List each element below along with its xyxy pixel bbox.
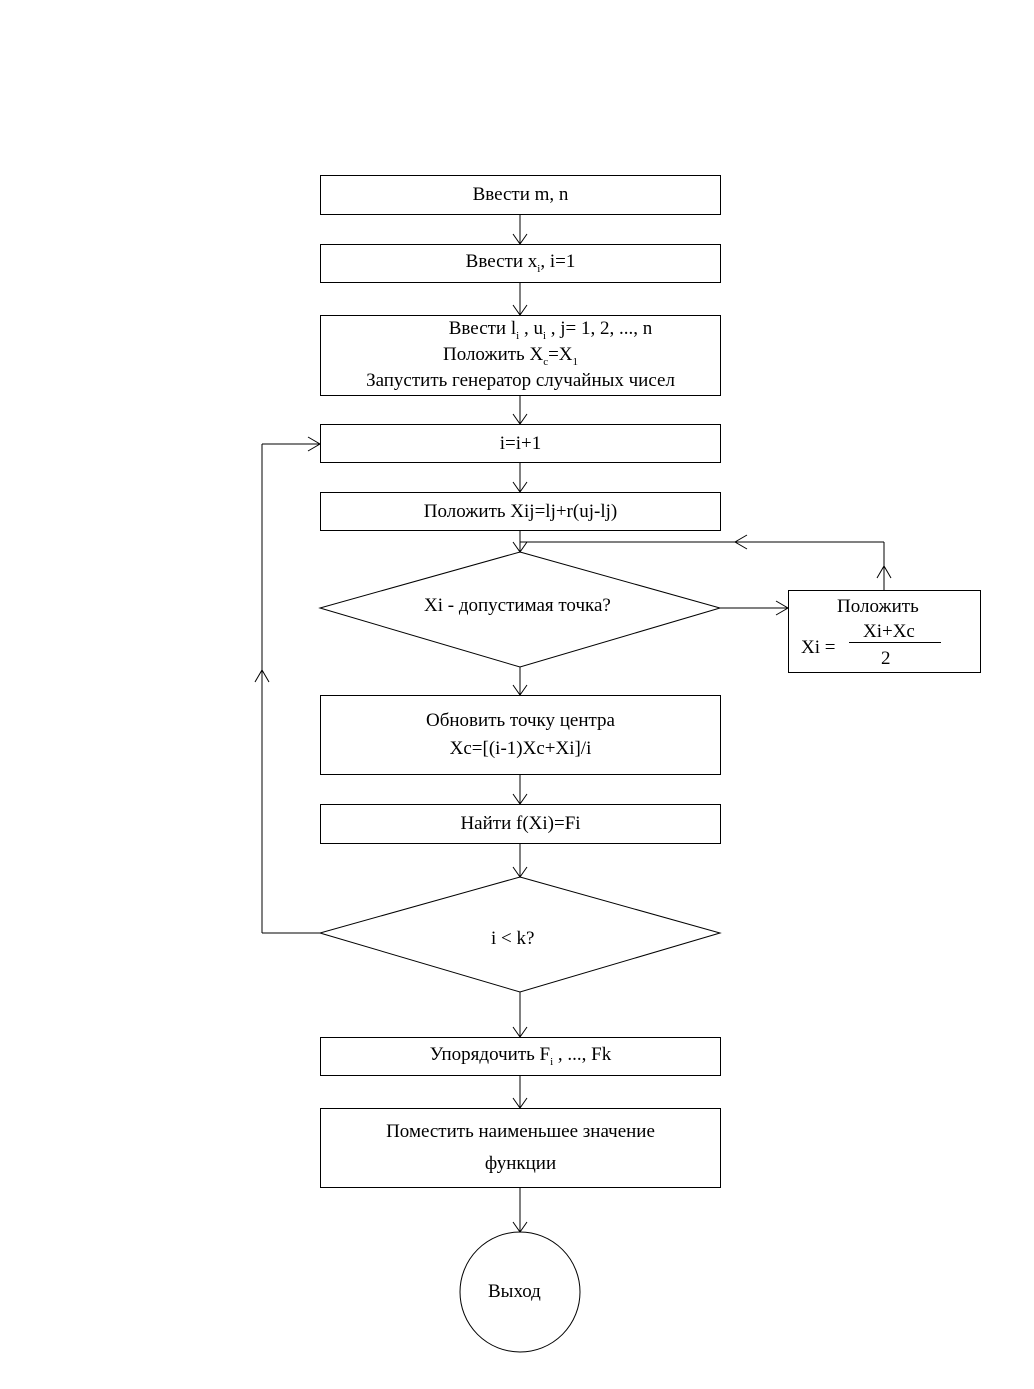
step-set-xij: Положить Xij=lj+r(uj-lj) xyxy=(320,492,721,531)
step-store: Поместить наименьшее значение функции xyxy=(320,1108,721,1188)
step-update-center-line1: Обновить точку центра xyxy=(426,710,615,732)
decision-feasible-label: Xi - допустимая точка? xyxy=(424,595,611,616)
step-sort-label: Упорядочить Fi , ..., Fk xyxy=(429,1044,612,1069)
decision-loop-shape xyxy=(318,876,722,993)
step-correct-title: Положить xyxy=(837,596,919,617)
arrowhead-correct-up xyxy=(876,565,892,579)
step-increment-label: i=i+1 xyxy=(499,432,542,454)
decision-feasible-shape xyxy=(318,551,722,668)
step-correct-denominator: 2 xyxy=(881,648,891,669)
step-evaluate-label: Найти f(Xi)=Fi xyxy=(460,813,581,835)
step-increment: i=i+1 xyxy=(320,424,721,463)
exit-terminator-shape xyxy=(459,1231,581,1353)
step-init-line2: Положить Xc=X1 xyxy=(442,344,579,368)
step-store-line2: функции xyxy=(484,1153,557,1174)
step-input-mn: Ввести m, n xyxy=(320,175,721,215)
arrowhead-loop-up xyxy=(254,669,270,683)
step-init: Ввести li , ui , j= 1, 2, ..., n Положит… xyxy=(320,315,721,396)
step-sort: Упорядочить Fi , ..., Fk xyxy=(320,1037,721,1076)
step-correct-numerator: Xi+Xc xyxy=(863,621,915,642)
step-input-mn-label: Ввести m, n xyxy=(472,184,569,206)
step-update-center-line2: Xc=[(i-1)Xc+Xi]/i xyxy=(449,738,592,759)
step-correct: Положить Xi = Xi+Xc 2 xyxy=(788,590,981,673)
step-correct-lhs: Xi = xyxy=(801,637,836,658)
step-evaluate: Найти f(Xi)=Fi xyxy=(320,804,721,844)
step-input-x: Ввести xi, i=1 xyxy=(320,244,721,283)
step-update-center: Обновить точку центра Xc=[(i-1)Xc+Xi]/i xyxy=(320,695,721,775)
step-init-line3: Запустить генератор случайных чисел xyxy=(366,370,675,392)
step-store-line1: Поместить наименьшее значение xyxy=(386,1120,655,1142)
exit-label: Выход xyxy=(488,1281,541,1302)
step-input-x-label: Ввести xi, i=1 xyxy=(465,251,576,276)
decision-loop-label: i < k? xyxy=(491,928,535,949)
arrowhead-correct-back xyxy=(734,534,748,550)
step-set-xij-label: Положить Xij=lj+r(uj-lj) xyxy=(423,500,618,522)
fraction-bar xyxy=(849,642,941,643)
step-init-line1: Ввести li , ui , j= 1, 2, ..., n xyxy=(448,318,653,342)
